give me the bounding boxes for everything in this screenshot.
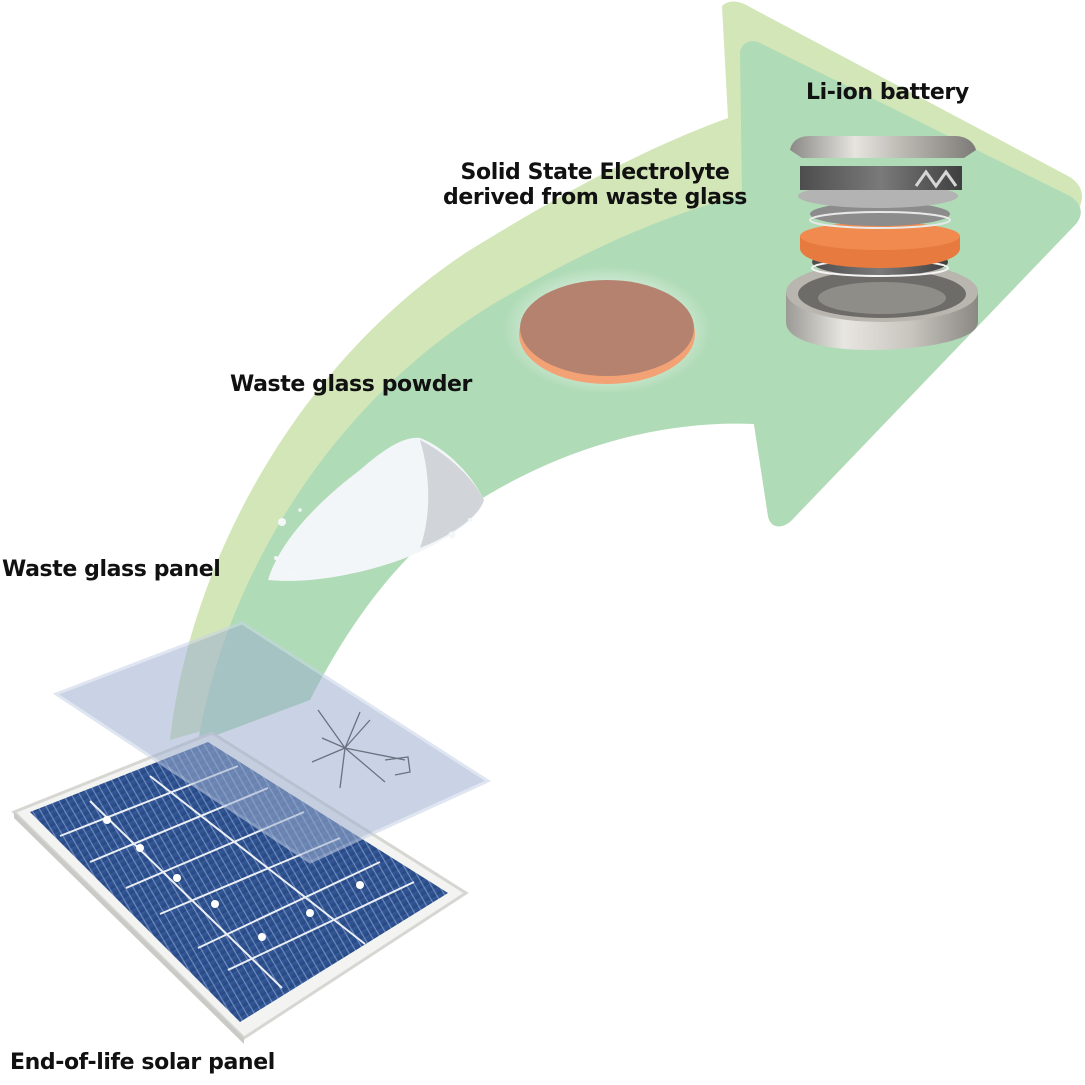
solar-panel-label: End-of-life solar panel [10,1050,275,1075]
electrolyte-disc-icon [503,266,711,394]
glass-sheet [52,621,492,864]
disc-top [520,280,694,376]
battery-separator-top [800,222,960,250]
battery-spring-zigzag [914,169,958,189]
battery-cup-floor [818,282,946,314]
battery-cathode [810,202,950,226]
powder-specks [274,508,472,577]
battery-label: Li-ion battery [806,80,969,105]
powder-shadow [420,440,484,548]
solar-panel-cells [30,742,448,1022]
powder-pile-icon [268,437,484,581]
electrolyte-label: Solid State Electrolyte derived from was… [420,160,770,211]
solar-panel-junctions [103,816,364,941]
battery-spring [800,166,962,190]
glass-panel-label: Waste glass panel [2,557,221,582]
electrolyte-label-line2: derived from waste glass [443,185,747,211]
electrolyte-label-line1: Solid State Electrolyte [460,160,730,185]
solar-panel-frame-edge [14,812,244,1044]
glass-crack [311,709,411,789]
battery-cap [790,136,976,158]
cracked-glass-icon [52,621,492,864]
solar-panel-icon [11,731,469,1044]
battery-cathode-line [809,211,951,229]
coin-cell-battery-icon [786,136,978,350]
glass-powder-label: Waste glass powder [230,372,473,397]
